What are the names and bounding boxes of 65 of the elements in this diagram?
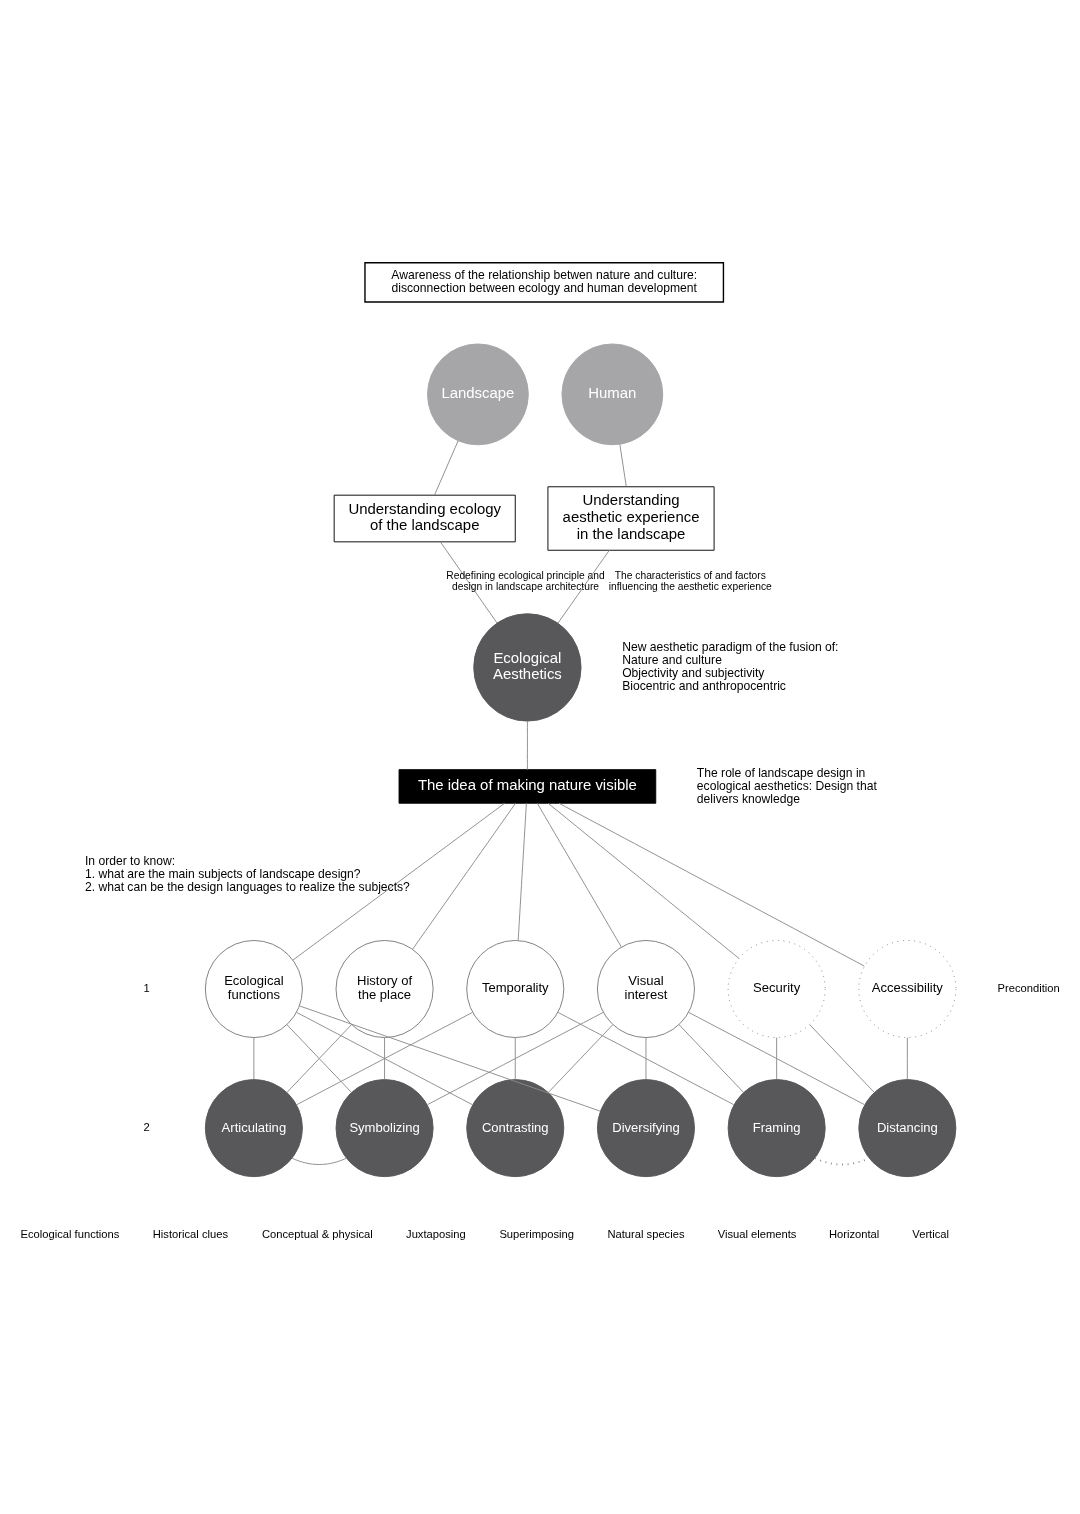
node-circle: Security	[727, 939, 826, 1038]
connector	[427, 1011, 604, 1105]
connector	[440, 541, 498, 624]
edge-label: Redefining ecological principle and design in landscape architecture	[446, 569, 605, 592]
node-circle: Accessibility	[858, 939, 957, 1038]
connector	[292, 802, 505, 961]
connector	[299, 1005, 601, 1112]
label: Vertical	[912, 1227, 950, 1240]
label: Conceptual & physical	[262, 1227, 373, 1240]
node-label: The role of landscape design in ecological aesthetics: Design that delivers knowledge	[696, 765, 877, 806]
label: Precondition	[997, 981, 1060, 994]
node-circle: Landscape	[427, 343, 529, 445]
connector	[776, 1036, 778, 1080]
label: Horizontal	[828, 1227, 880, 1240]
node-circle: Symbolizing	[335, 1078, 434, 1177]
connector	[619, 443, 627, 487]
label: Natural species	[607, 1227, 685, 1240]
label: Ecological functions	[20, 1227, 120, 1240]
label: Juxtaposing	[406, 1227, 466, 1240]
node-label: New aesthetic paradigm of the fusion of:	[622, 639, 839, 654]
node-box: Understanding ecology of the landscape	[333, 494, 516, 542]
node-box: Understanding aesthetic experience in the landscape	[547, 485, 715, 551]
node-box: Awareness of the relationship betwen nature and culture: disconnection between ecology and human development	[364, 261, 725, 303]
node-label: Objectivity and subjectivity	[622, 665, 765, 680]
label: In order to know:	[84, 853, 176, 868]
connector	[557, 1011, 735, 1105]
connector	[384, 1036, 386, 1080]
connector	[286, 1023, 352, 1093]
connector	[253, 1036, 255, 1080]
node-circle: Human	[561, 343, 664, 445]
connector	[558, 802, 865, 966]
label: 2	[143, 1120, 150, 1133]
connector	[296, 1011, 473, 1105]
connector	[514, 1036, 516, 1080]
connector	[547, 802, 740, 959]
edge-label: The characteristics of and factors influencing the aesthetic experience	[608, 569, 772, 592]
node-circle: Distancing	[858, 1078, 957, 1177]
node-circle: Ecological functions	[204, 939, 303, 1038]
node-box: The idea of making nature visible	[398, 768, 657, 804]
connector	[526, 720, 528, 770]
connector	[557, 549, 610, 624]
connector	[536, 802, 622, 947]
node-circle: Articulating	[204, 1078, 303, 1177]
label: Historical clues	[152, 1227, 229, 1240]
connector	[645, 1036, 647, 1080]
connector	[678, 1023, 745, 1093]
node-circle: Framing	[727, 1078, 826, 1177]
connector	[688, 1011, 865, 1105]
label: Superimposing	[499, 1227, 575, 1240]
label: 1. what are the main subjects of landscape design?	[84, 866, 361, 881]
node-circle: Diversifying	[596, 1078, 695, 1177]
connector	[291, 1157, 347, 1165]
node-circle: Ecological Aesthetics	[473, 612, 582, 722]
connector	[809, 1023, 875, 1093]
connector	[547, 1023, 614, 1093]
node-circle: Temporality	[466, 939, 565, 1038]
connector	[434, 439, 459, 495]
connector	[517, 802, 527, 941]
label: Visual elements	[717, 1227, 797, 1240]
node-circle: Visual interest	[596, 939, 695, 1038]
node-circle: History of the place	[335, 939, 434, 1038]
label: 1	[143, 981, 150, 994]
node-circle: Contrasting	[466, 1078, 565, 1177]
connector	[906, 1036, 908, 1080]
connector	[412, 802, 516, 950]
